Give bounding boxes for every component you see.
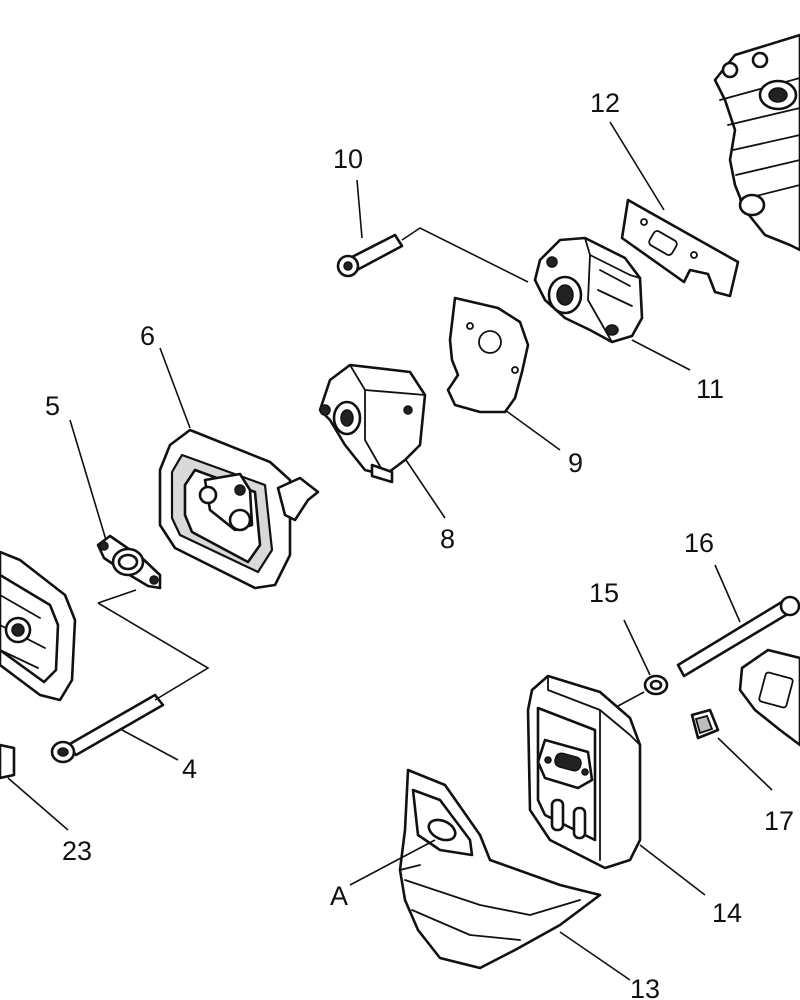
label-14: 14 (712, 898, 742, 928)
label-5: 5 (45, 391, 60, 421)
label-16: 16 (684, 528, 714, 558)
insulator-part-9 (446, 296, 530, 414)
label-4: 4 (182, 754, 197, 784)
label-9: 9 (568, 448, 583, 478)
label-6: 6 (140, 321, 155, 351)
label-23: 23 (62, 836, 92, 866)
screen-part-17 (690, 708, 720, 740)
muffler-part-14 (526, 674, 642, 870)
filter-element-part-23 (0, 743, 16, 780)
carburetor-part-8 (318, 363, 427, 484)
gasket-part-12 (620, 198, 740, 298)
label-10: 10 (333, 144, 363, 174)
filter-base-part-6 (158, 428, 320, 590)
heat-shield-part-13 (398, 768, 602, 970)
label-13: 13 (630, 974, 660, 1000)
label-17: 17 (764, 806, 794, 836)
label-a: A (330, 881, 348, 911)
label-12: 12 (590, 88, 620, 118)
label-8: 8 (440, 524, 455, 554)
adapter-part-11 (533, 236, 644, 344)
exhaust-gasket-part (738, 648, 800, 747)
bolt-part-16 (676, 595, 800, 678)
bolt-part-4 (50, 693, 165, 764)
label-11: 11 (696, 374, 724, 404)
choke-part-5 (96, 534, 162, 590)
washer-part-15 (643, 674, 669, 696)
air-filter-cover-part (0, 550, 77, 702)
bolt-part-10 (336, 233, 404, 278)
cylinder-part (713, 33, 800, 252)
label-15: 15 (589, 578, 619, 608)
